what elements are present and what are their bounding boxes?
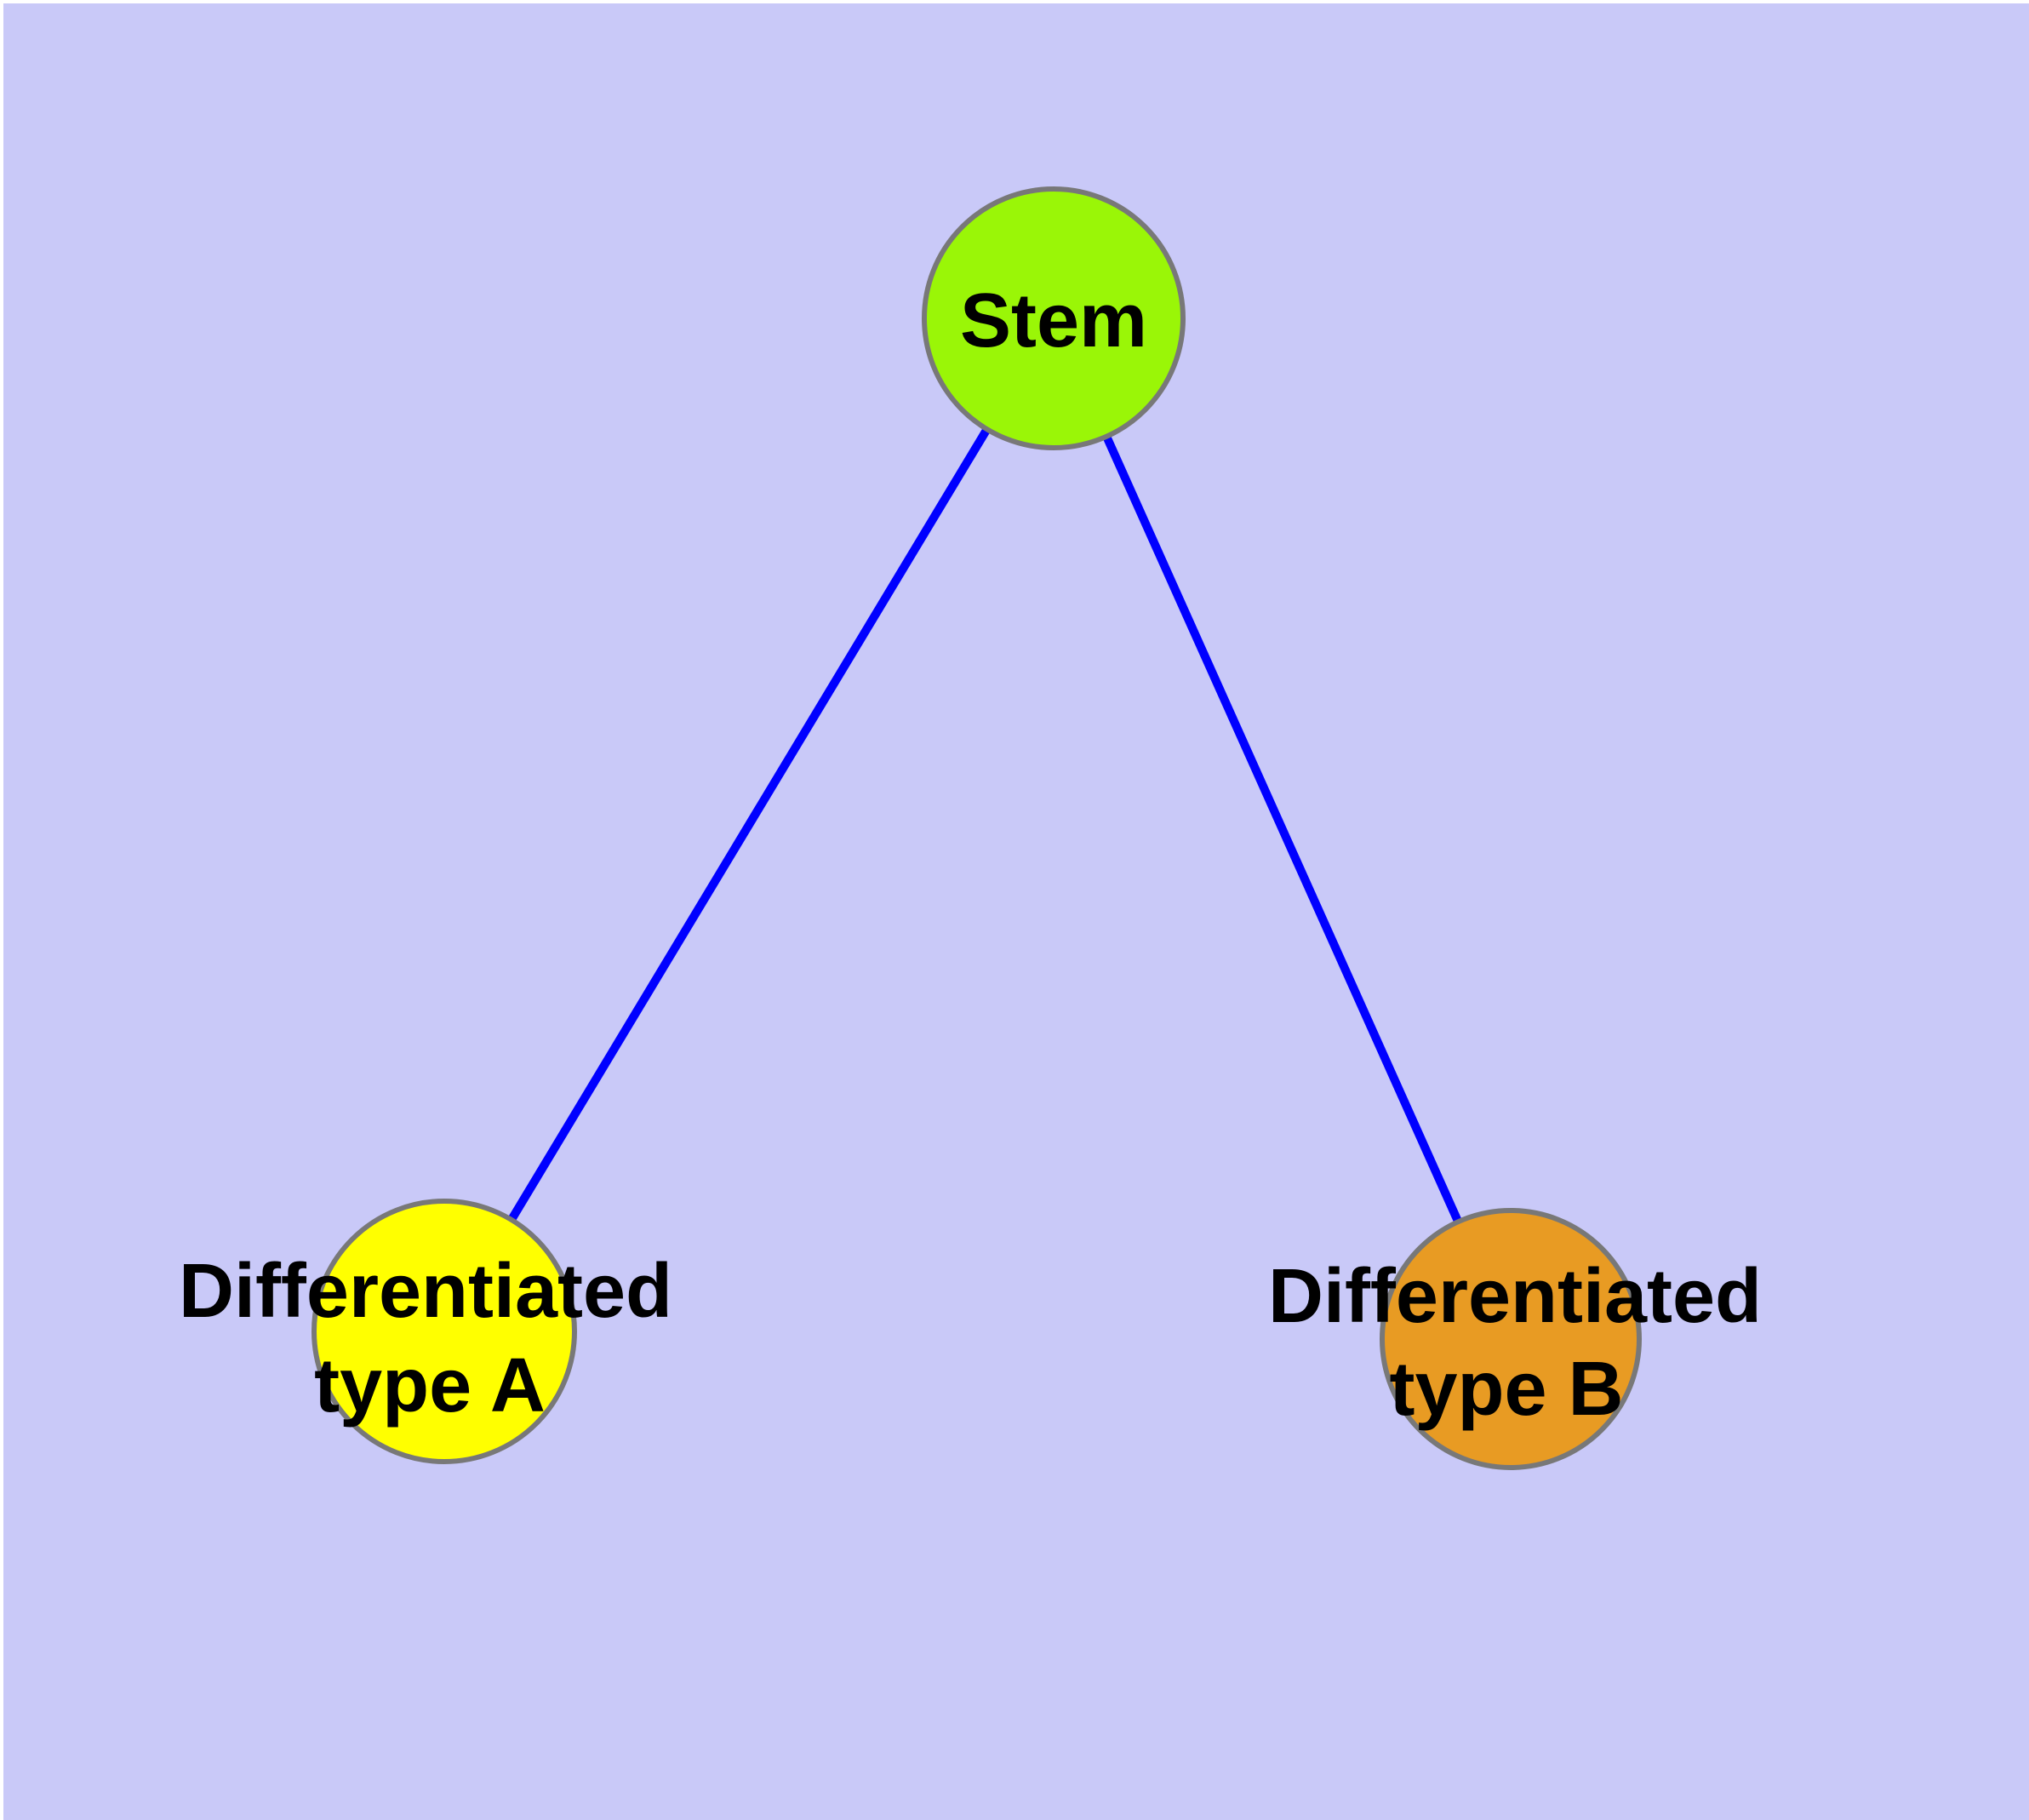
node-type-a-label-line2: type A — [314, 1343, 546, 1428]
node-differentiated-type-a — [311, 1199, 577, 1464]
node-type-b-label-line2: type B — [1389, 1347, 1623, 1432]
node-stem — [922, 186, 1186, 450]
node-type-a-label-line1: Differentiated — [179, 1249, 672, 1334]
node-type-b-label-line1: Differentiated — [1268, 1254, 1762, 1339]
edge-stem-to-type-a — [440, 316, 1058, 1334]
edge-stem-to-type-b — [1049, 316, 1515, 1342]
node-stem-label: Stem — [960, 278, 1147, 363]
node-differentiated-type-b — [1380, 1208, 1642, 1470]
